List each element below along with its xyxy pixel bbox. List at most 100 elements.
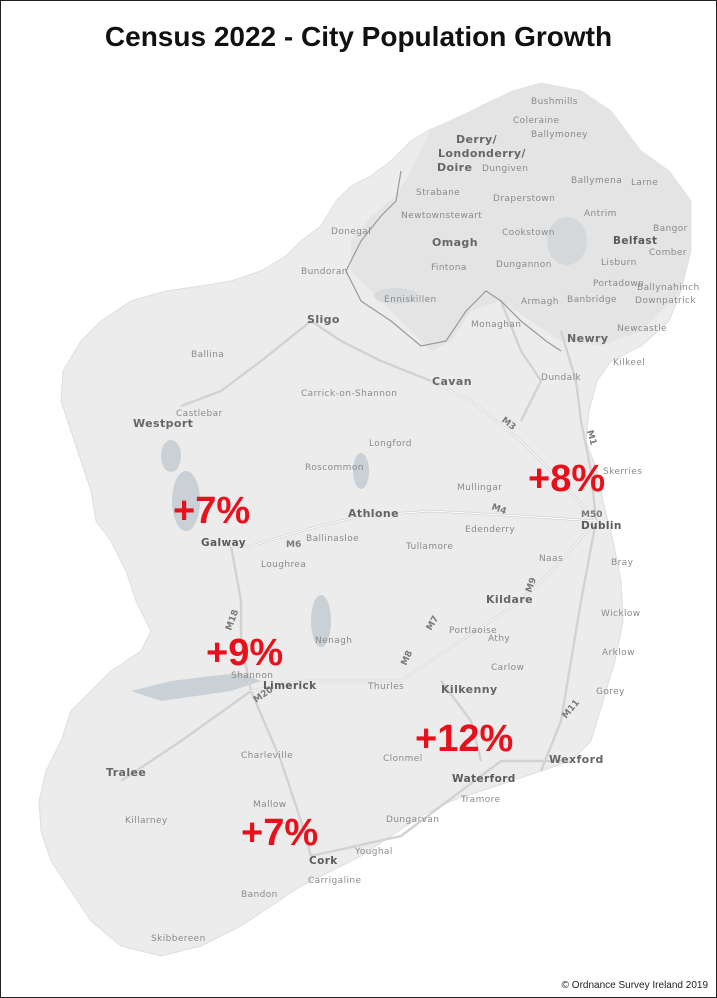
place-label-thurles: Thurles — [367, 682, 404, 692]
place-label-belfast: Belfast — [613, 235, 657, 247]
place-label-cookstown: Cookstown — [502, 228, 555, 238]
place-label-portadown: Portadown — [593, 279, 644, 289]
place-label-kildare: Kildare — [486, 593, 533, 606]
place-label-omagh: Omagh — [432, 236, 478, 249]
place-label-bundoran: Bundoran — [301, 267, 348, 277]
place-label-strabane: Strabane — [416, 188, 460, 198]
place-label-ballymena: Ballymena — [571, 176, 622, 186]
road-label-m6: M6 — [286, 540, 301, 550]
shannon-estuary — [131, 673, 261, 701]
place-label-bangor: Bangor — [653, 224, 688, 234]
place-label-youghal: Youghal — [354, 847, 393, 857]
place-label-tullamore: Tullamore — [405, 542, 453, 552]
place-label-castlebar: Castlebar — [176, 409, 223, 419]
place-label-downpatrick: Downpatrick — [635, 296, 696, 306]
growth-label-waterford: +12% — [415, 718, 513, 760]
place-label-dungiven: Dungiven — [482, 164, 528, 174]
place-label-doire: Doire — [437, 161, 472, 174]
place-label-bushmills: Bushmills — [531, 97, 578, 107]
place-label-wexford: Wexford — [549, 753, 604, 766]
place-label-galway: Galway — [201, 537, 246, 549]
place-label-armagh: Armagh — [521, 297, 559, 307]
place-label-derry: Derry/ — [456, 133, 498, 146]
lough-derg — [311, 595, 331, 647]
place-label-ballymoney: Ballymoney — [531, 130, 588, 140]
place-label-limerick: Limerick — [263, 680, 317, 692]
place-label-bray: Bray — [611, 558, 634, 568]
place-label-nenagh: Nenagh — [315, 636, 352, 646]
place-label-londonderry: Londonderry/ — [438, 147, 526, 160]
place-label-carlow: Carlow — [491, 663, 524, 673]
place-label-draperstown: Draperstown — [493, 194, 555, 204]
place-label-longford: Longford — [369, 439, 412, 449]
place-label-carrigaline: Carrigaline — [308, 876, 361, 886]
place-label-bandon: Bandon — [241, 890, 278, 900]
place-label-carrick-on-shannon: Carrick-on-Shannon — [301, 389, 397, 399]
place-label-ballynahinch: Ballynahinch — [637, 283, 700, 293]
place-label-mullingar: Mullingar — [457, 483, 502, 493]
lough-neagh — [547, 217, 587, 265]
road-label-m9: M9 — [524, 576, 539, 594]
place-label-kilkeel: Kilkeel — [613, 358, 645, 368]
place-label-dungannon: Dungannon — [496, 260, 552, 270]
lough-ree — [353, 453, 369, 489]
map-title: Census 2022 - City Population Growth — [104, 21, 613, 52]
place-label-donegal: Donegal — [331, 227, 371, 237]
growth-labels: +7%+8%+9%+12%+7% — [173, 458, 605, 854]
place-label-sligo: Sligo — [307, 313, 340, 326]
place-label-lisburn: Lisburn — [601, 258, 637, 268]
place-label-tramore: Tramore — [460, 795, 501, 805]
place-label-cavan: Cavan — [432, 375, 472, 388]
road-label-m50: M50 — [581, 510, 602, 520]
place-label-mallow: Mallow — [253, 800, 287, 810]
place-label-killarney: Killarney — [125, 816, 168, 826]
road-network-inner — [231, 380, 597, 692]
place-label-newtownstewart: Newtownstewart — [401, 211, 482, 221]
place-label-charleville: Charleville — [241, 751, 293, 761]
place-label-dublin: Dublin — [581, 520, 622, 532]
place-label-roscommon: Roscommon — [305, 463, 364, 473]
place-label-monaghan: Monaghan — [471, 320, 521, 330]
lough-erne — [374, 288, 418, 304]
place-label-ballina: Ballina — [191, 350, 224, 360]
place-label-larne: Larne — [631, 178, 658, 188]
place-label-fintona: Fintona — [431, 263, 467, 273]
place-label-gorey: Gorey — [596, 687, 625, 697]
place-label-waterford: Waterford — [452, 773, 516, 785]
place-label-newry: Newry — [567, 332, 608, 345]
place-label-enniskillen: Enniskillen — [384, 295, 437, 305]
growth-label-galway: +7% — [173, 490, 250, 532]
place-label-loughrea: Loughrea — [261, 560, 306, 570]
place-label-athy: Athy — [488, 634, 510, 644]
place-label-skerries: Skerries — [603, 467, 642, 477]
place-label-dundalk: Dundalk — [541, 373, 581, 383]
place-label-cork: Cork — [309, 855, 338, 867]
place-label-ballinasloe: Ballinasloe — [306, 534, 359, 544]
place-label-wicklow: Wicklow — [601, 609, 641, 619]
place-label-tralee: Tralee — [106, 766, 146, 779]
place-label-athlone: Athlone — [348, 507, 399, 520]
border-line — [345, 170, 562, 352]
growth-label-limerick: +9% — [206, 632, 283, 674]
place-label-portlaoise: Portlaoise — [449, 626, 497, 636]
place-label-comber: Comber — [649, 248, 687, 258]
place-label-coleraine: Coleraine — [513, 116, 559, 126]
lough-corrib — [172, 471, 200, 531]
place-label-dungarvan: Dungarvan — [386, 815, 439, 825]
place-label-skibbereen: Skibbereen — [151, 934, 206, 944]
road-label-m1: M1 — [584, 429, 598, 446]
place-label-newcastle: Newcastle — [617, 324, 667, 334]
place-label-antrim: Antrim — [584, 209, 617, 219]
growth-label-cork: +7% — [241, 812, 318, 854]
place-label-naas: Naas — [539, 554, 563, 564]
northern-region-shade — [351, 83, 691, 351]
lough-mask — [161, 440, 181, 472]
place-label-clonmel: Clonmel — [383, 754, 423, 764]
place-label-banbridge: Banbridge — [567, 295, 617, 305]
place-label-westport: Westport — [133, 417, 193, 430]
map-credit: © Ordnance Survey Ireland 2019 — [561, 980, 708, 991]
place-label-arklow: Arklow — [602, 648, 635, 658]
